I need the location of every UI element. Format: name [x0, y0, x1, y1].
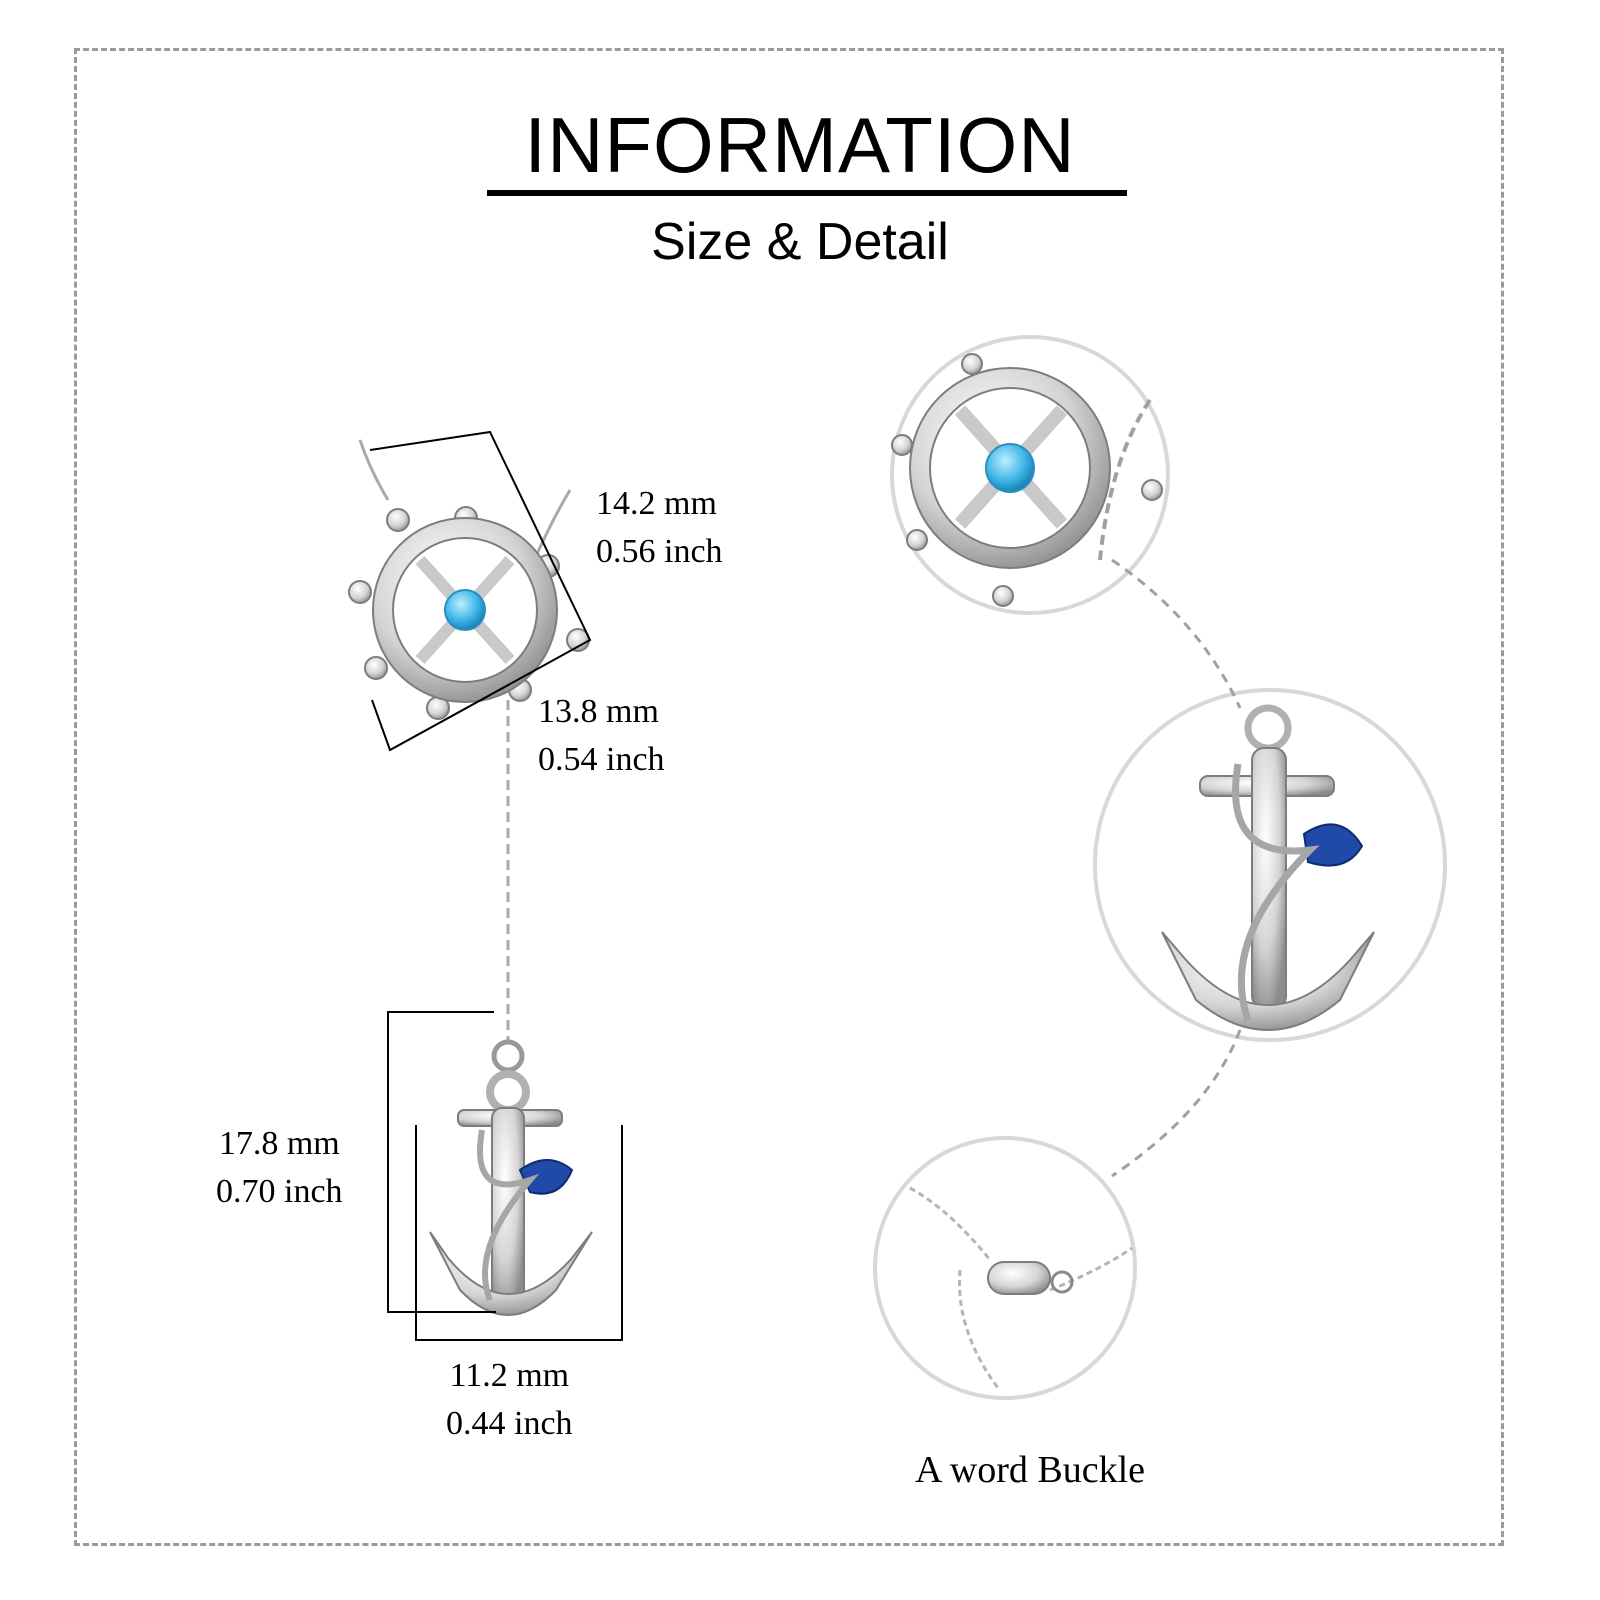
wheel-side-inch: 0.54 inch: [538, 741, 665, 778]
page-subtitle: Size & Detail: [651, 213, 949, 271]
buckle-caption: A word Buckle: [914, 1449, 1146, 1491]
anchor-pendant: [429, 1039, 593, 1316]
dashed-frame: [74, 48, 1504, 1546]
detail-anchor-circle: [1093, 688, 1447, 1042]
anchor-width-mm: 11.2 mm: [449, 1357, 570, 1394]
detail-wheel-circle: [890, 335, 1170, 615]
wheel-diagonal-inch: 0.56 inch: [596, 533, 723, 570]
title-underline: [487, 190, 1127, 196]
page-title: INFORMATION: [524, 101, 1076, 189]
wheel-diagonal-mm: 14.2 mm: [596, 485, 717, 522]
wheel-dimension-lines: [369, 430, 592, 752]
anchor-height-inch: 0.70 inch: [216, 1173, 343, 1210]
detail-connector-lines: [1111, 558, 1242, 1178]
detail-buckle-circle: [873, 1136, 1137, 1400]
ship-wheel-pendant: [348, 506, 590, 720]
wheel-side-mm: 13.8 mm: [538, 693, 659, 730]
anchor-height-mm: 17.8 mm: [218, 1125, 340, 1162]
anchor-height-dimension: 17.8 mm 0.70 inch: [216, 1120, 343, 1216]
anchor-width-dimension: 11.2 mm 0.44 inch: [446, 1352, 573, 1448]
wheel-diagonal-dimension: 14.2 mm 0.56 inch: [596, 480, 723, 576]
anchor-dimension-lines: [387, 1011, 623, 1341]
anchor-width-inch: 0.44 inch: [446, 1405, 573, 1442]
wheel-side-dimension: 13.8 mm 0.54 inch: [538, 688, 665, 784]
